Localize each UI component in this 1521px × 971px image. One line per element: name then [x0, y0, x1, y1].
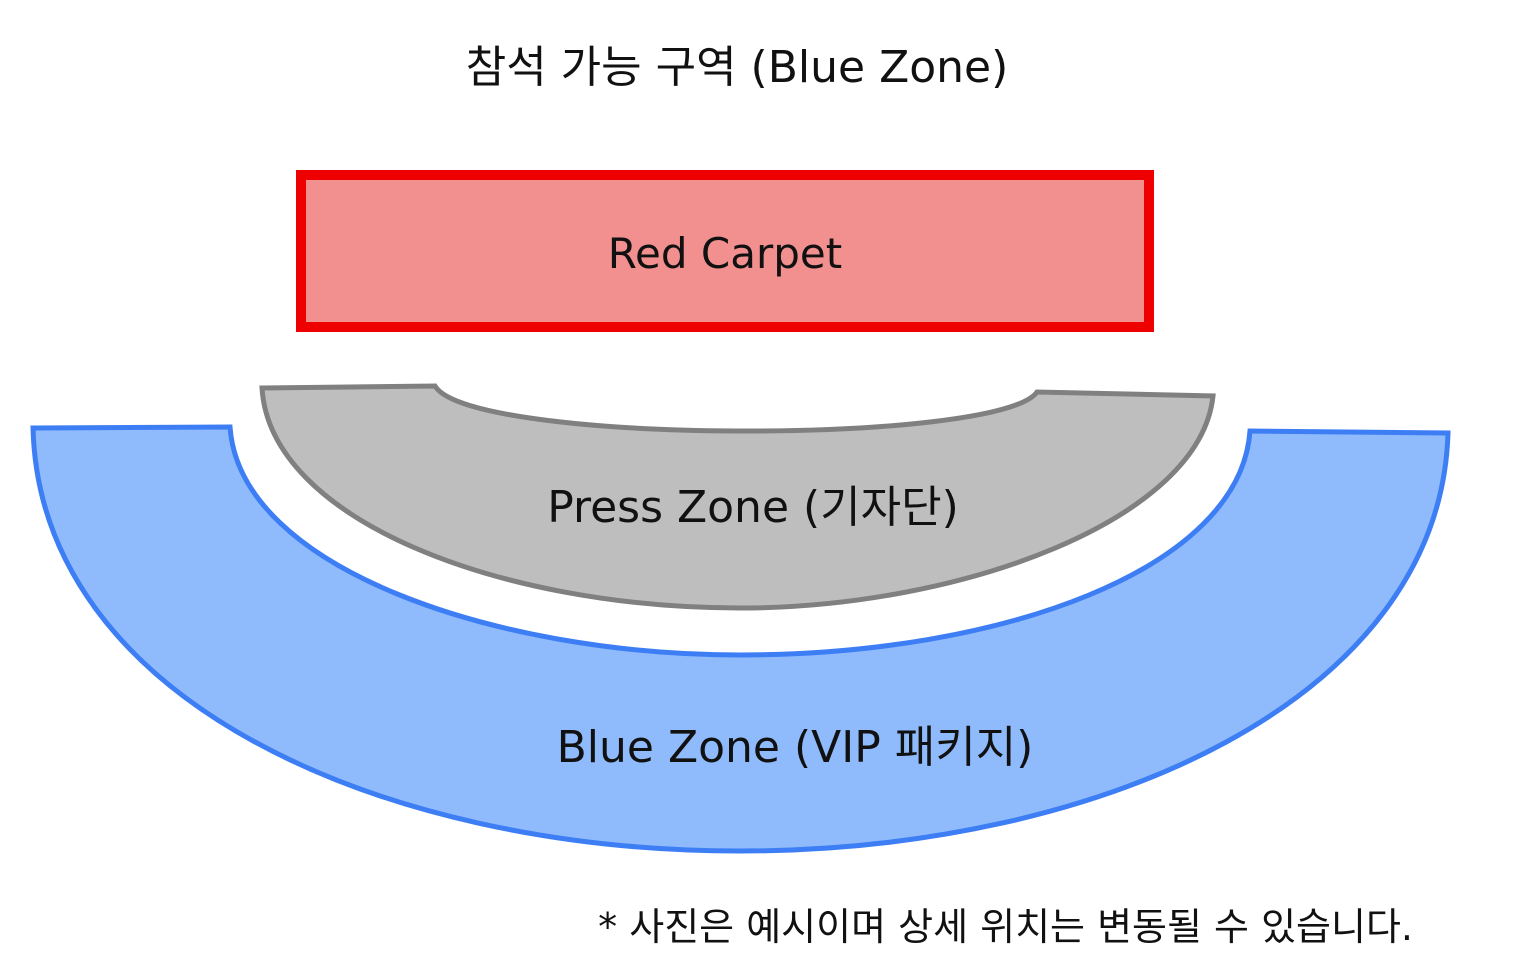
press-zone-label: Press Zone (기자단)	[547, 482, 959, 533]
blue-zone	[30, 424, 1451, 854]
footnote: * 사진은 예시이며 상세 위치는 변동될 수 있습니다.	[598, 905, 1413, 949]
red-carpet-label: Red Carpet	[608, 229, 842, 278]
red-carpet-zone	[296, 170, 1154, 332]
press-zone	[259, 383, 1216, 611]
blue-zone-label: Blue Zone (VIP 패키지)	[557, 722, 1034, 773]
diagram-title: 참석 가능 구역 (Blue Zone)	[466, 42, 1009, 93]
